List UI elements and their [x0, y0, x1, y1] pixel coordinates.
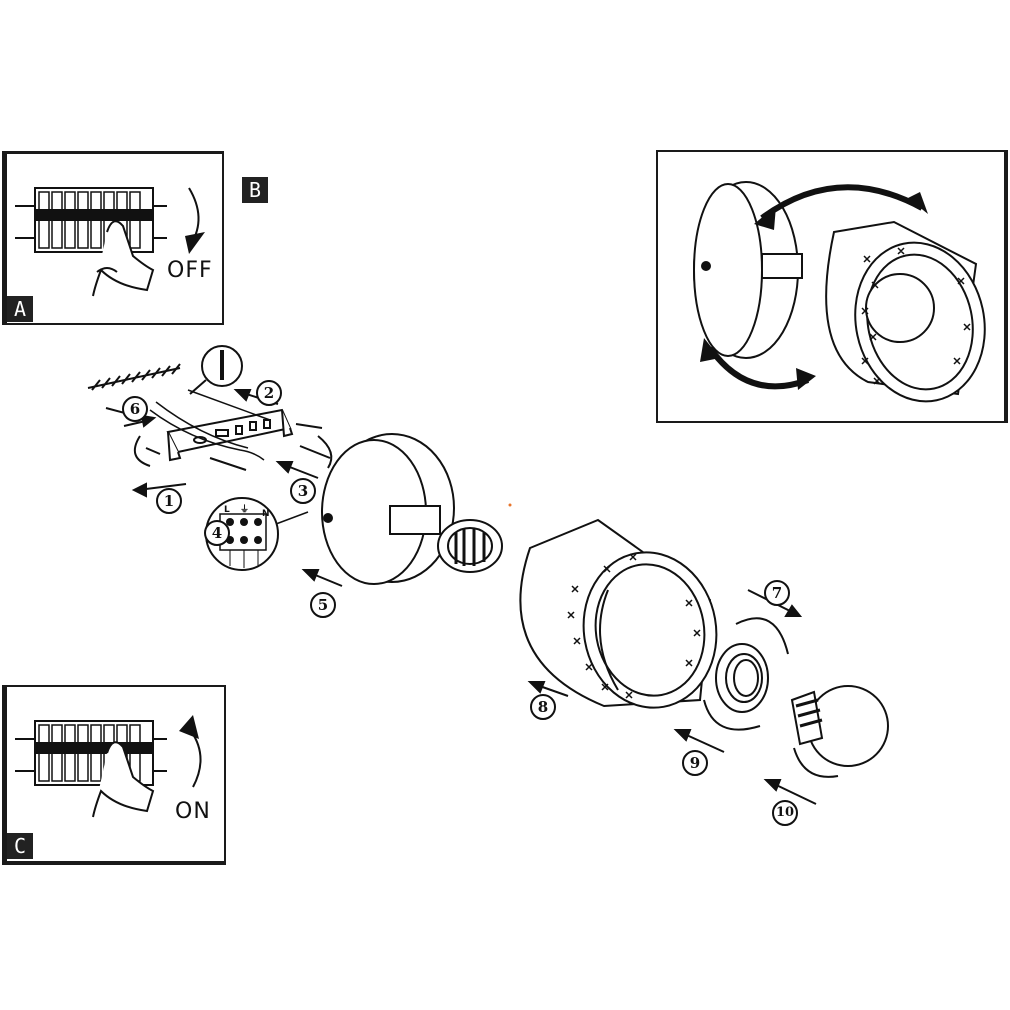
panel-rotation-detail [656, 150, 1008, 423]
step-1-number: 1 [156, 488, 182, 514]
rotation-arrows [133, 435, 839, 778]
screw-detail-callout [189, 345, 243, 395]
step-4-number: 4 [204, 520, 230, 546]
off-label: OFF [167, 258, 213, 283]
ceiling-canopy [321, 433, 503, 585]
light-bulb [790, 685, 889, 767]
stray-mark [508, 503, 512, 507]
step-3-number: 3 [290, 478, 316, 504]
step-8-number: 8 [530, 694, 556, 720]
step-2-number: 2 [256, 380, 282, 406]
terminal-label-live: L [224, 505, 230, 515]
panel-switch-off: OFF A [2, 151, 224, 325]
wires [149, 389, 271, 461]
terminal-label-neutral: N [262, 509, 270, 519]
direction-arrows [123, 389, 817, 805]
breaker-on-illustration [15, 715, 202, 818]
breaker-off-illustration [15, 187, 205, 297]
step-5-number: 5 [310, 592, 336, 618]
lamp-shade [519, 518, 718, 709]
step-9-number: 9 [682, 750, 708, 776]
wall-hatch [87, 363, 181, 391]
panel-b-tag: B [242, 177, 268, 203]
terminal-label-earth: ⏚ [240, 504, 249, 515]
panel-switch-on: ON C [2, 685, 226, 865]
panel-c-tag: C [7, 833, 33, 859]
step-6-number: 6 [122, 396, 148, 422]
on-label: ON [175, 799, 211, 824]
retaining-ring [715, 643, 769, 713]
shade-pattern [567, 553, 701, 699]
mounting-bracket [166, 408, 294, 462]
step-7-number: 7 [764, 580, 790, 606]
rotation-illustration [693, 181, 986, 403]
step-10-number: 10 [772, 800, 798, 826]
panel-a-tag: A [7, 296, 33, 322]
